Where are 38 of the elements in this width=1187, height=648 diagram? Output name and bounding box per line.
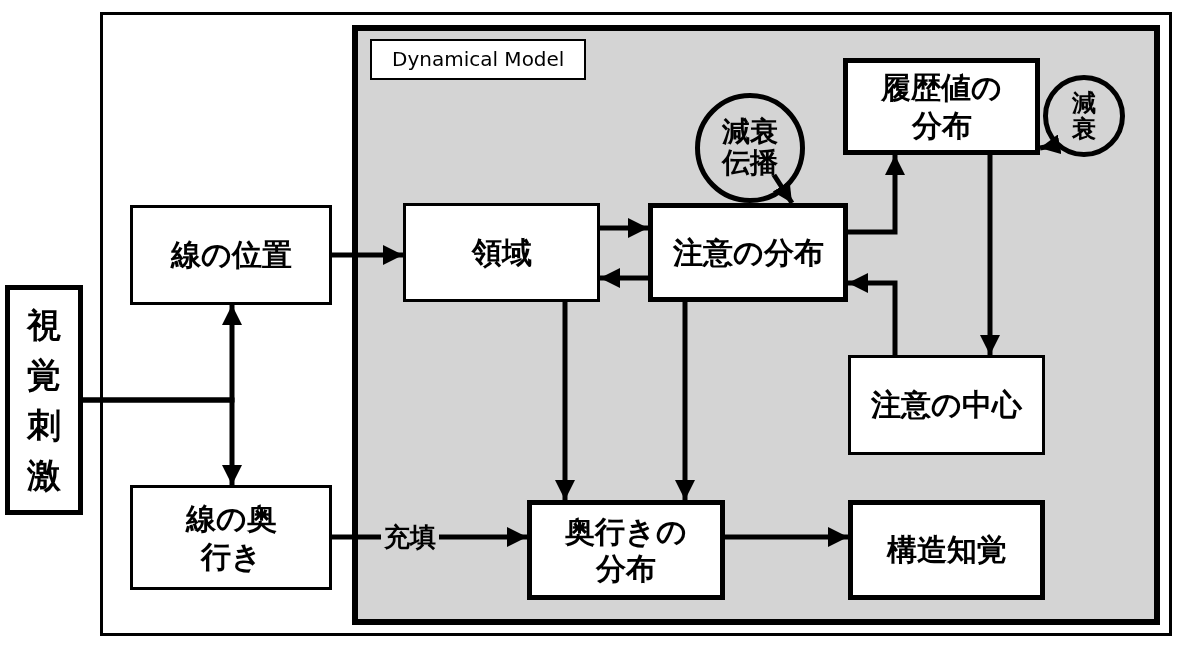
arrow	[83, 397, 242, 485]
arrow	[600, 218, 648, 238]
arrow	[848, 155, 905, 235]
loop-circle	[1043, 75, 1125, 157]
loop-circle	[695, 93, 805, 203]
arrow	[848, 273, 898, 355]
node-label: 奥行きの分布	[564, 512, 688, 588]
edge-label: 充填	[380, 520, 439, 554]
arrow	[332, 245, 403, 265]
process-box	[848, 355, 1045, 455]
process-box	[848, 500, 1045, 600]
process-box	[648, 203, 848, 302]
arrow	[600, 268, 648, 288]
process-box	[403, 203, 600, 302]
process-box	[843, 58, 1040, 155]
process-box	[5, 285, 83, 515]
node-label: 注意の分布	[672, 233, 824, 272]
node-label: 線の奥行き	[184, 500, 278, 575]
node-label: 注意の中心	[871, 386, 1022, 424]
process-box	[527, 500, 725, 600]
arrow	[725, 527, 848, 547]
panel-heading: Dynamical Model	[370, 39, 587, 80]
node-label: 線の位置	[170, 236, 292, 274]
arrow	[980, 155, 1000, 355]
arrow	[1039, 134, 1062, 155]
arrow	[555, 302, 575, 500]
node-label: 履歴値の分布	[880, 69, 1003, 144]
process-box	[130, 205, 332, 305]
node-label: 視覚刺激	[26, 304, 62, 497]
arrow	[675, 302, 695, 500]
model-panel	[352, 25, 1160, 625]
node-label: 構造知覚	[886, 531, 1007, 569]
process-box	[130, 485, 332, 590]
node-label: 減衰伝播	[720, 117, 779, 179]
arrow	[771, 173, 795, 205]
node-label: 減衰	[1071, 89, 1097, 143]
outer-frame	[100, 12, 1172, 636]
node-label: 領域	[471, 233, 532, 272]
